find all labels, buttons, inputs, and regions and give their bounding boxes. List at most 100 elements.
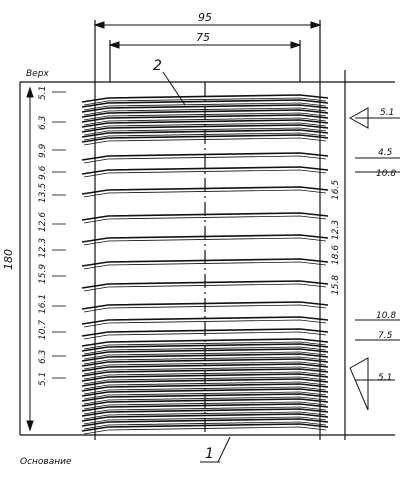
coil-line	[81, 129, 329, 138]
coil-line-inner	[83, 107, 327, 116]
coil-line-inner	[83, 155, 327, 164]
coil-line-inner	[83, 261, 327, 270]
coil-line-inner	[83, 283, 327, 292]
coil-line-inner	[83, 319, 327, 328]
coil-line	[81, 99, 329, 108]
callout-2-leader	[162, 71, 186, 106]
coil-line	[81, 316, 329, 325]
right-label-bottom: 5.1	[378, 373, 392, 383]
dim-180-label: 180	[2, 249, 15, 270]
coil-line-inner	[83, 215, 327, 224]
coil-line-inner	[83, 346, 327, 355]
coil-line	[81, 166, 329, 175]
coil-line-inner	[83, 376, 327, 385]
frame	[19, 20, 395, 440]
coil-line-inner	[83, 396, 327, 405]
coil-line	[81, 94, 329, 103]
left-pitch-label: 16.1	[38, 294, 48, 314]
coil-line-inner	[83, 401, 327, 410]
spring-coils	[81, 94, 329, 435]
height-dimension	[26, 86, 34, 432]
coil-line	[81, 343, 329, 352]
left-pitch-label: 5.1	[38, 86, 48, 100]
right-label-top: 5.1	[380, 108, 394, 118]
coil-line	[81, 393, 329, 402]
coil-line	[81, 378, 329, 387]
coil-line	[81, 418, 329, 427]
dim-95-label: 95	[198, 11, 212, 24]
right-label-mid-1: 4.5	[378, 148, 393, 158]
coil-line-inner	[83, 117, 327, 126]
coil-line	[81, 403, 329, 412]
inner-pitch-label: 16.5	[331, 180, 341, 200]
left-pitch-label: 13.5	[38, 183, 48, 203]
left-pitch-label: 15.9	[38, 264, 48, 284]
left-pitch-label: 6.3	[38, 115, 48, 130]
coil-line-inner	[83, 416, 327, 425]
callout-2: 2	[153, 58, 162, 74]
coil-line	[81, 234, 329, 243]
coil-line	[81, 186, 329, 195]
top-label: Верх	[26, 69, 49, 79]
right-label-bot-2: 7.5	[378, 331, 393, 341]
coil-line-inner	[83, 381, 327, 390]
left-pitch-label: 9.6	[38, 165, 48, 180]
coil-line	[81, 423, 329, 432]
coil-line	[81, 358, 329, 367]
left-pitch-labels: 5.1 6.3 9.9 9.6 13.5 12.6 12.3 15.9 16.1 10.7 6.3 5…	[38, 86, 66, 386]
coil-line	[81, 114, 329, 123]
coil-line-inner	[83, 132, 327, 141]
coil-line-inner	[83, 426, 327, 435]
coil-line-inner	[83, 386, 327, 395]
coil-line	[81, 398, 329, 407]
coil-line-inner	[83, 366, 327, 375]
coil-line	[81, 280, 329, 289]
top-dimensions	[93, 21, 322, 49]
dim-75-label: 75	[196, 31, 210, 44]
callout-1-leader	[200, 436, 231, 463]
coil-line-inner	[83, 341, 327, 350]
coil-line	[81, 258, 329, 267]
coil-line	[81, 383, 329, 392]
inner-pitch-labels: 16.5 12.3 18.6 15.8	[331, 180, 341, 295]
coil-line	[81, 338, 329, 347]
coil-line-inner	[83, 421, 327, 430]
coil-line-inner	[83, 102, 327, 111]
coil-line-inner	[83, 97, 327, 106]
coil-line-inner	[83, 127, 327, 136]
coil-line	[81, 413, 329, 422]
coil-line-inner	[83, 122, 327, 131]
coil-line	[81, 373, 329, 382]
coil-line	[81, 368, 329, 377]
left-pitch-label: 5.1	[38, 372, 48, 386]
callout-1: 1	[205, 446, 214, 462]
coil-line	[81, 109, 329, 118]
coil-line-inner	[83, 189, 327, 198]
coil-line	[81, 363, 329, 372]
coil-line	[81, 353, 329, 362]
coil-line-inner	[83, 137, 327, 146]
inner-pitch-label: 12.3	[331, 220, 341, 240]
left-pitch-label: 9.9	[38, 143, 48, 158]
coil-line-inner	[83, 411, 327, 420]
coil-line-inner	[83, 406, 327, 415]
left-pitch-label: 6.3	[38, 349, 48, 364]
inner-pitch-label: 18.6	[331, 245, 341, 265]
right-leaders	[348, 107, 400, 411]
right-label-bot-1: 10.8	[376, 311, 396, 321]
left-pitch-label: 12.6	[38, 212, 48, 232]
coil-line-inner	[83, 361, 327, 370]
coil-line-inner	[83, 331, 327, 340]
coil-line	[81, 124, 329, 133]
coil-line-inner	[83, 237, 327, 246]
inner-pitch-label: 15.8	[331, 275, 341, 295]
coil-line-inner	[83, 351, 327, 360]
coil-line	[81, 328, 329, 337]
right-label-mid-2: 10.8	[376, 169, 396, 179]
left-pitch-label: 10.7	[38, 320, 48, 340]
coil-line	[81, 152, 329, 161]
coil-line	[81, 408, 329, 417]
coil-line	[81, 348, 329, 357]
left-pitch-label: 12.3	[38, 238, 48, 258]
